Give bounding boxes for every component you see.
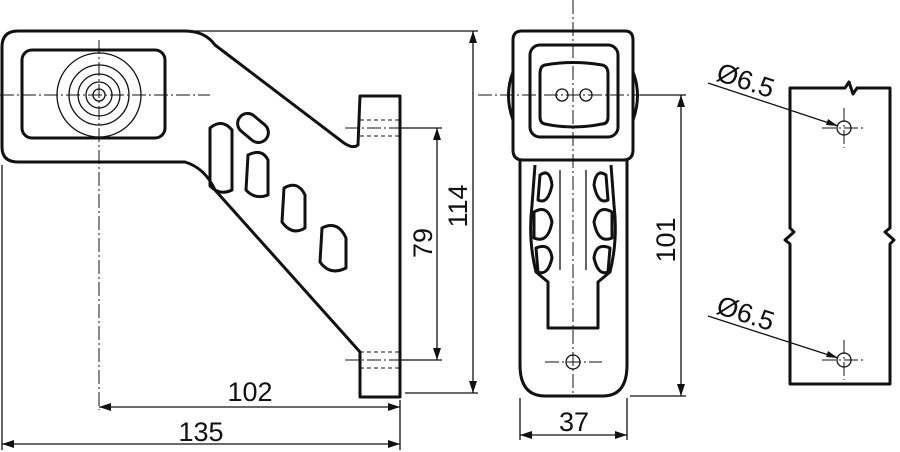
- leader-top: [707, 82, 839, 127]
- dim-102-label: 102: [227, 377, 272, 407]
- hole-diameter-bottom-label: Ø6.5: [713, 290, 778, 337]
- dim-114: 114: [443, 31, 477, 393]
- mounting-centerlines: [822, 108, 866, 380]
- side-view-extension-lines: [1, 30, 478, 450]
- dim-101-label: 101: [651, 217, 681, 262]
- dim-135: 135: [2, 417, 400, 448]
- front-view-ribs: [532, 170, 614, 275]
- leader-bottom: [707, 315, 839, 359]
- side-view-hidden-holes: [360, 119, 400, 369]
- front-view: 37 101: [478, 0, 686, 440]
- side-view-centerlines: [0, 40, 415, 410]
- front-view-lens-inner: [538, 61, 610, 129]
- dim-37-label: 37: [559, 407, 589, 437]
- dim-135-label: 135: [178, 417, 223, 447]
- side-view-lens-frame: [20, 48, 167, 140]
- dim-102: 102: [99, 377, 400, 411]
- side-view-ribs: [208, 112, 348, 273]
- front-view-extension-lines: [519, 94, 686, 440]
- dim-79: 79: [408, 128, 441, 360]
- dim-101: 101: [651, 95, 685, 396]
- front-view-head-outline: [511, 29, 635, 162]
- front-view-centerlines: [478, 0, 660, 395]
- front-view-lens-outer: [528, 43, 620, 139]
- front-view-stem-inner: [529, 164, 617, 330]
- dim-37: 37: [520, 407, 627, 439]
- front-view-stem-outline: [518, 160, 629, 398]
- hole-diameter-top-label: Ø6.5: [713, 57, 778, 104]
- dim-79-label: 79: [408, 228, 438, 258]
- mounting-pattern: Ø6.5 Ø6.5: [707, 57, 896, 386]
- side-view: 135 102 79 114: [0, 29, 478, 450]
- side-view-body-outline: [0, 29, 402, 399]
- mounting-plate-outline: [783, 80, 896, 386]
- dim-114-label: 114: [443, 184, 473, 227]
